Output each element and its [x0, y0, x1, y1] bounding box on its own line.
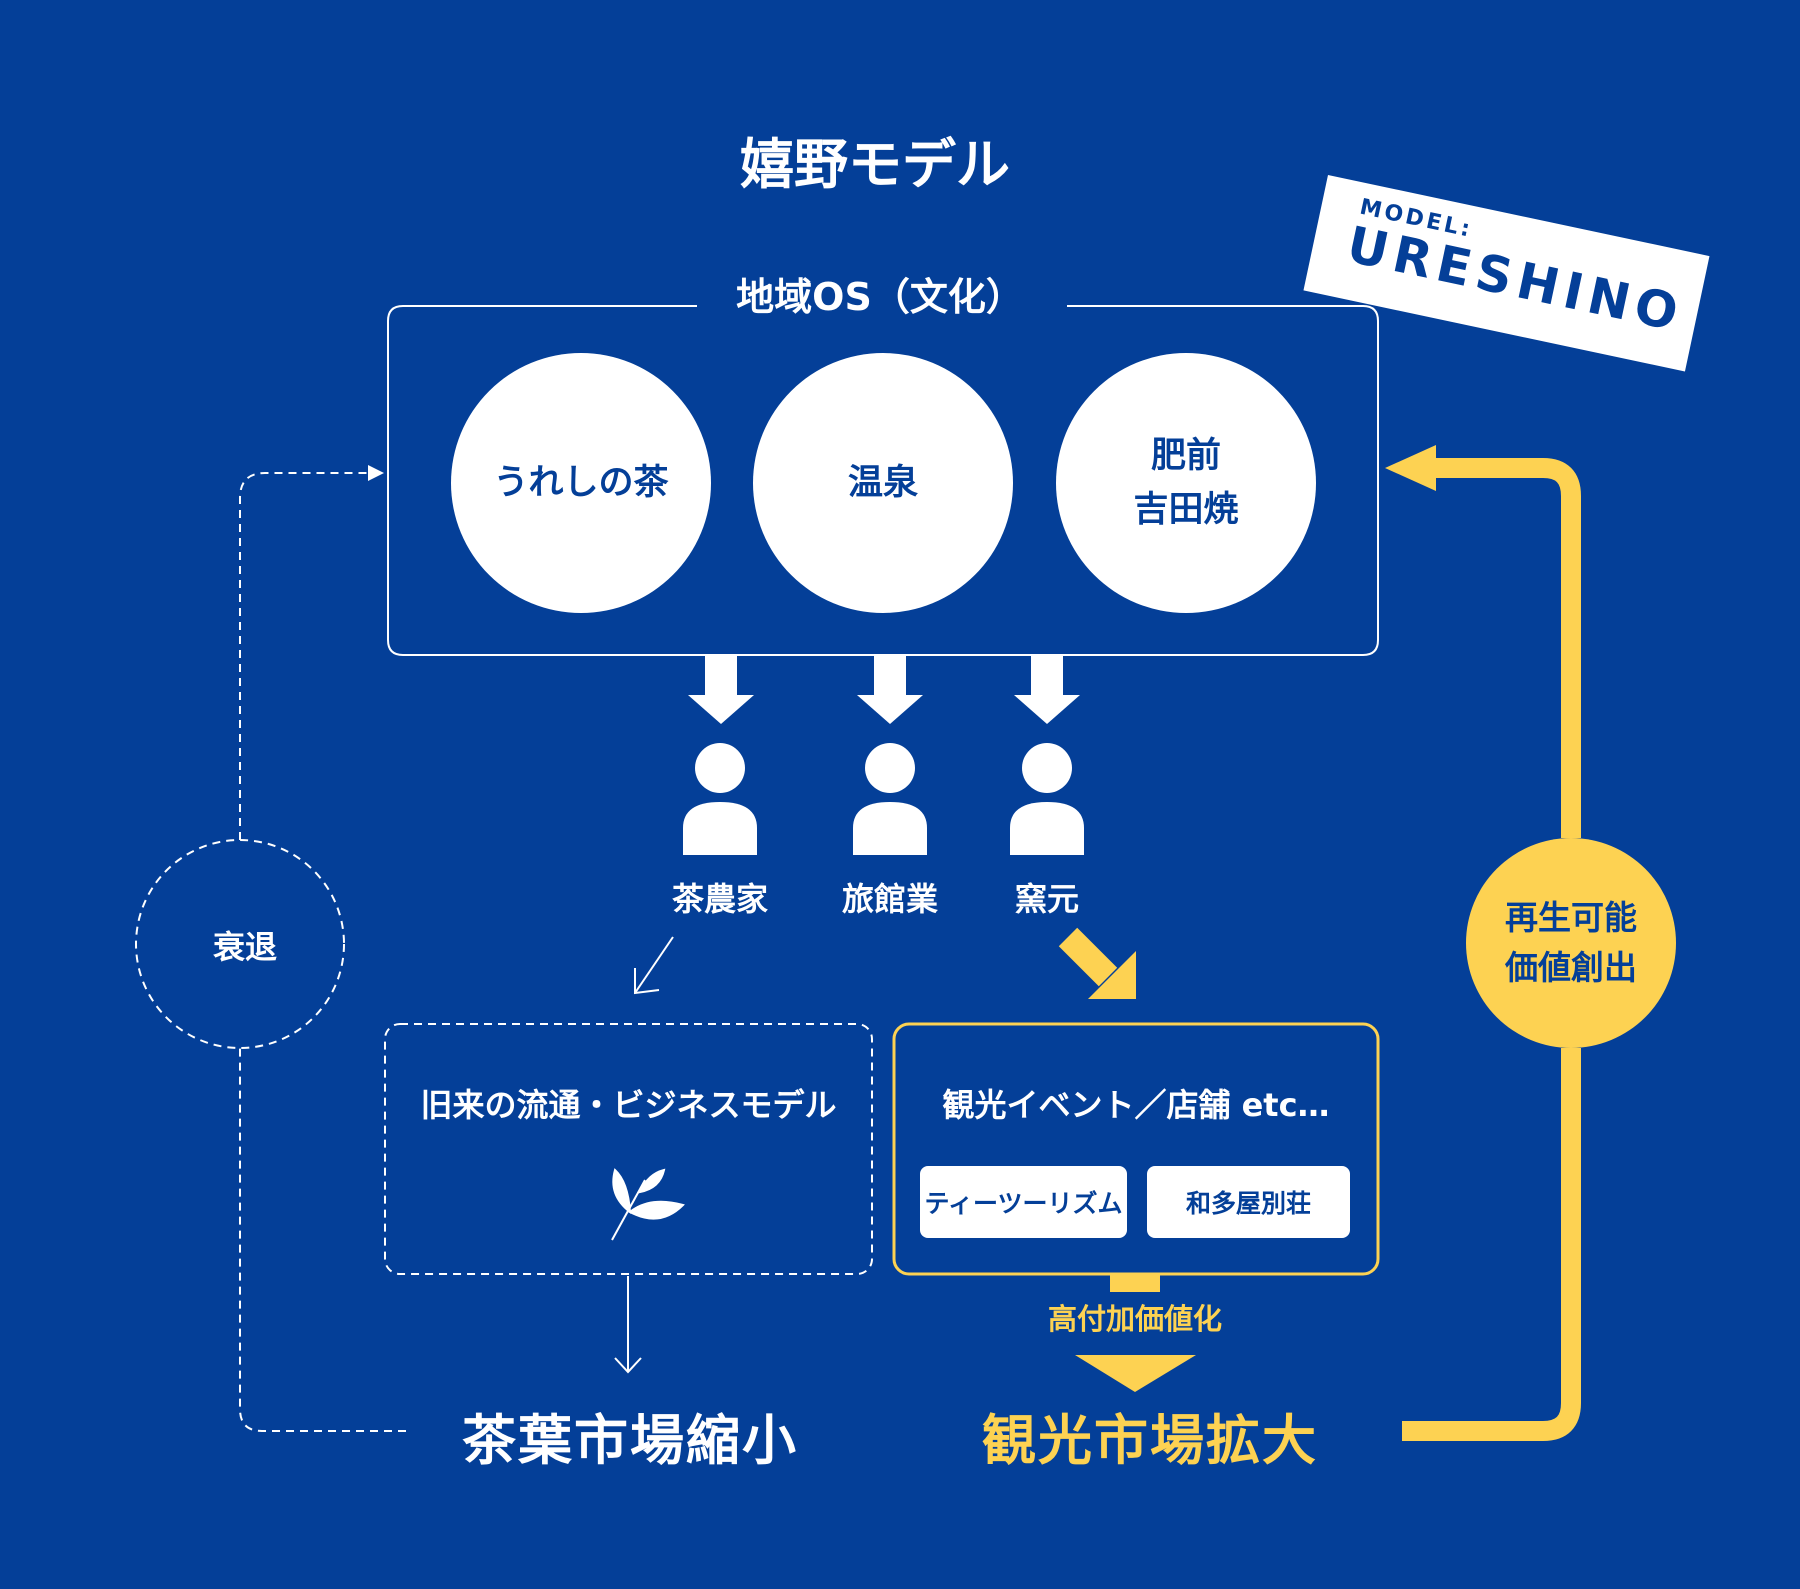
decline-label: 衰退 [212, 928, 277, 966]
pill-wataya-besso: 和多屋別荘 [1147, 1166, 1350, 1238]
old-model-frame [384, 1023, 873, 1275]
decline-loop-up [239, 472, 372, 840]
os-item-label: 温泉 [847, 463, 918, 503]
arrow-to-tea-market [614, 1276, 642, 1374]
old-model-label: 旧来の流通・ビジネスモデル [420, 1086, 837, 1124]
down-arrow-1 [688, 655, 754, 724]
yellow-arrow-to-tourism [1058, 927, 1136, 999]
os-item-label: うれしの茶 [493, 463, 669, 503]
person-icon-farmer [683, 743, 757, 855]
pill-label: 和多屋別荘 [1185, 1189, 1311, 1218]
down-arrow-2 [857, 655, 923, 724]
os-label: 地域OS（文化） [736, 275, 1024, 319]
pill-tea-tourism: ティーツーリズム [920, 1166, 1127, 1238]
tourism-label: 観光イベント／店舗 etc… [942, 1086, 1330, 1124]
person-label-ryokan: 旅館業 [841, 880, 938, 918]
person-icon-ryokan [853, 743, 927, 855]
high-value-stem [1110, 1275, 1160, 1292]
person-label-farmer: 茶農家 [671, 880, 768, 918]
high-value-label: 高付加価値化 [1047, 1302, 1222, 1336]
decline-loop [239, 1048, 406, 1432]
os-item-onsen: 温泉 [753, 353, 1013, 613]
regen-loop [1402, 1048, 1581, 1441]
down-arrow-3 [1014, 655, 1080, 724]
tea-leaf-icon [611, 1168, 685, 1241]
regen-arrow-head [1385, 445, 1436, 491]
tourism-market-label: 観光市場拡大 [982, 1409, 1318, 1472]
pill-label: ティーツーリズム [924, 1189, 1123, 1218]
tourism-frame [892, 1022, 1380, 1276]
thin-arrow-to-old-model [634, 936, 674, 995]
page-title: 嬉野モデル [740, 133, 1010, 196]
decline-circle [135, 839, 345, 1049]
person-icon-kiln [1010, 743, 1084, 855]
person-label-kiln: 窯元 [1014, 880, 1079, 918]
os-item-label: 肥前 吉田焼 [1133, 436, 1239, 530]
regen-circle: 再生可能 価値創出 [1466, 838, 1676, 1048]
os-item-ureshino-tea: うれしの茶 [451, 353, 711, 613]
os-item-hizen-yoshida-yaki: 肥前 吉田焼 [1056, 353, 1316, 613]
high-value-arrow [1075, 1355, 1196, 1392]
regen-loop-up [1430, 458, 1581, 838]
tea-market-label: 茶葉市場縮小 [462, 1409, 798, 1472]
regen-label: 再生可能 価値創出 [1505, 898, 1637, 987]
decline-arrow-head [368, 465, 384, 481]
